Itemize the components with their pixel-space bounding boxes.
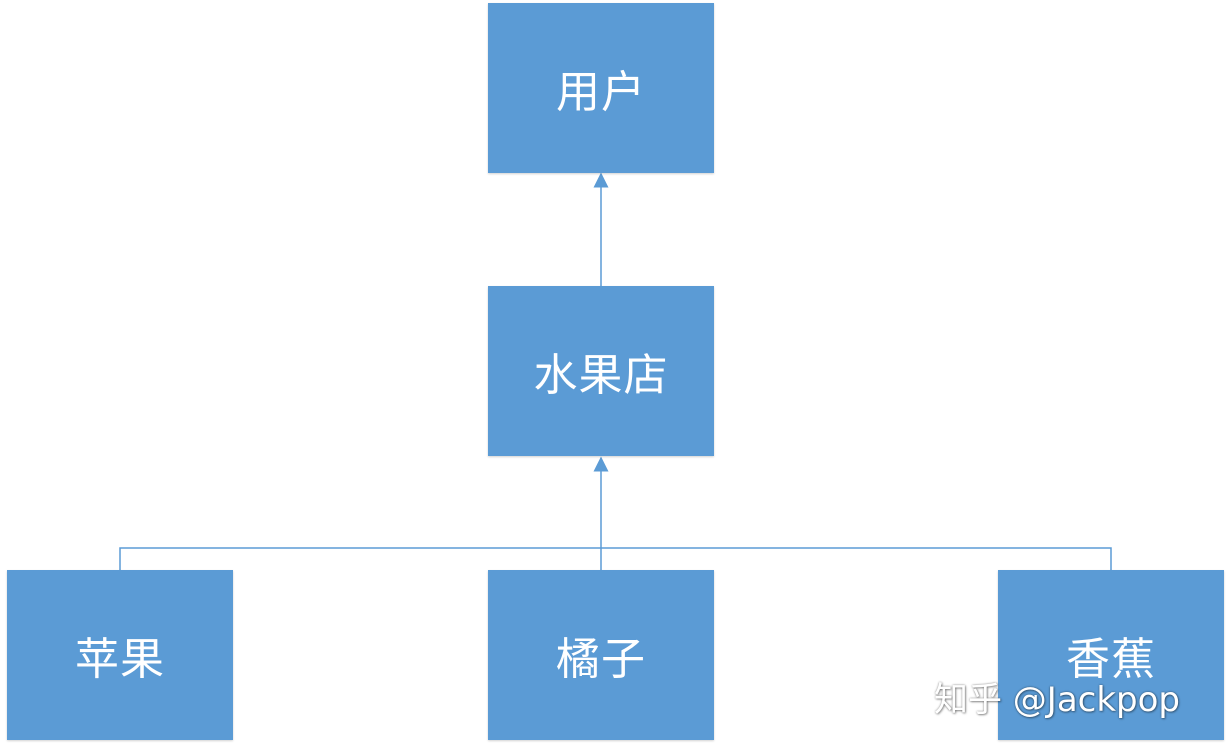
node-user: 用户 (488, 3, 714, 173)
node-fruit-store: 水果店 (488, 286, 714, 456)
node-fruit-store-label: 水果店 (533, 350, 669, 401)
node-orange: 橘子 (488, 570, 714, 740)
node-apple-label: 苹果 (75, 634, 165, 685)
watermark: 知乎 @Jackpop (934, 680, 1181, 720)
node-banana: 香蕉 (998, 570, 1224, 740)
node-banana-label: 香蕉 (1066, 634, 1156, 685)
node-apple: 苹果 (7, 570, 233, 740)
node-user-label: 用户 (556, 67, 646, 118)
edge-fruit-bus (119, 547, 1112, 570)
node-orange-label: 橘子 (556, 634, 646, 685)
